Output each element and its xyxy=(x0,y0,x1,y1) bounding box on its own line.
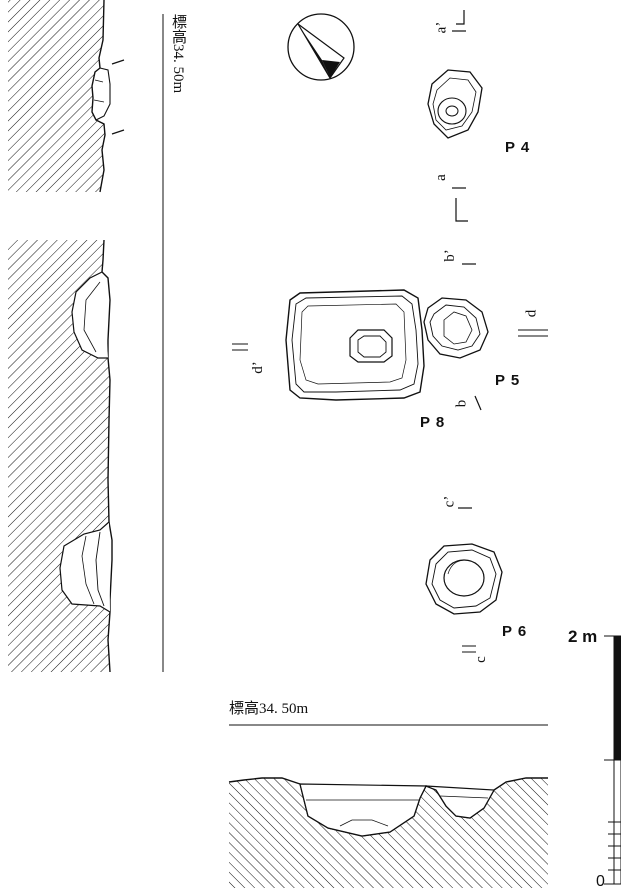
pit-p4 xyxy=(427,69,483,139)
bottom-section xyxy=(228,777,548,888)
section-mark-d: d xyxy=(523,309,540,318)
section-mark-a-prime: a’ xyxy=(433,21,450,34)
section-mark-d-prime: d’ xyxy=(249,361,266,374)
section-mark-a: a xyxy=(432,174,449,181)
section-mark-b: b xyxy=(453,399,470,408)
scale-top-label: 2 m xyxy=(568,627,598,646)
left-section-lower xyxy=(8,239,113,673)
pit-label-p4: P 4 xyxy=(505,139,531,156)
section-line-b xyxy=(462,263,482,411)
pit-p5 xyxy=(423,297,489,359)
north-arrow-icon xyxy=(287,13,355,81)
pit-label-p5: P 5 xyxy=(495,372,521,389)
pit-label-p6: P 6 xyxy=(502,623,528,640)
pit-p6 xyxy=(425,543,503,615)
section-line-a xyxy=(452,10,468,222)
elevation-label-vertical: 標高34. 50m xyxy=(170,14,186,94)
section-mark-b-prime: b’ xyxy=(441,249,458,262)
section-line-c xyxy=(458,507,476,653)
pit-p8 xyxy=(285,289,425,401)
scale-bottom-label: 0 xyxy=(596,873,605,890)
scale-bar xyxy=(604,635,621,885)
left-section-upper xyxy=(8,0,125,193)
section-mark-c: c xyxy=(472,656,489,663)
section-mark-c-prime: c’ xyxy=(441,495,458,508)
elevation-label-horizontal: 標高34. 50m xyxy=(229,701,309,717)
pit-label-p8: P 8 xyxy=(420,414,446,431)
section-line-d xyxy=(232,329,548,351)
